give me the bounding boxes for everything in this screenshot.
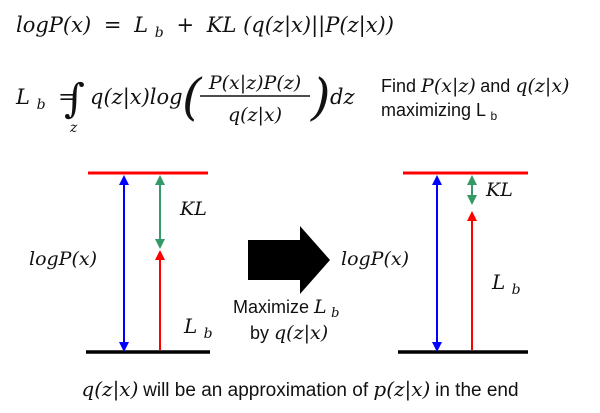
equation-line-1: logP(x) = L b + KL (q(z|x)||P(z|x)) xyxy=(16,13,394,42)
svg-text:q(z|x) will be an appro: q(z|x) will be an approximation of p(z|x… xyxy=(81,377,518,402)
svg-text:by q(z|x): by q(z|x) xyxy=(250,322,328,344)
note-maximizing-sub: b xyxy=(491,109,498,123)
right-kl-label: KL xyxy=(485,179,513,201)
eq1-plus: + xyxy=(176,13,194,37)
eq2-lb: L xyxy=(15,85,30,109)
right-lb-label: L xyxy=(491,270,505,294)
svg-text:Maximize L b: Maximize L b xyxy=(233,296,339,321)
note-maximizing: maximizing L xyxy=(381,100,486,120)
note-text: Find P(x|z) and q(z|x) maximizing L b xyxy=(381,75,569,123)
maximize-text: Maximize xyxy=(233,297,314,317)
integral-sign: ∫ xyxy=(64,76,85,122)
maximize-lb-sub: b xyxy=(331,306,339,321)
left-paren: ( xyxy=(182,68,203,126)
left-kl-label: KL xyxy=(179,198,207,220)
svg-text:Find P(x|z) and: Find P(x|z) and q(z|x) xyxy=(381,75,569,97)
note-find: Find xyxy=(381,76,421,96)
svg-text:L b: L b xyxy=(183,314,213,342)
transition-arrow-icon xyxy=(248,226,330,294)
right-lb-sub: b xyxy=(512,282,521,298)
right-logp-label: logP(x) xyxy=(341,248,409,270)
svg-text:logP(x) = L: logP(x) = L b + KL (q(z|x)||P(z|x)) xyxy=(16,13,394,42)
eq1-lb-sub: b xyxy=(155,25,164,41)
eq1-lhs: logP(x) xyxy=(16,13,91,37)
by-qzx: q(z|x) xyxy=(274,322,328,344)
eq2-equals: = xyxy=(58,85,76,109)
equation-line-2: L b = ∫ z q(z|x)log ( P(x|z)P(z) q(z|x) … xyxy=(15,68,355,136)
eq1-kl-arg: (q(z|x)||P(z|x)) xyxy=(243,13,394,38)
eq1-lb: L xyxy=(133,13,148,37)
maximize-lb: L xyxy=(313,296,327,318)
svg-text:L b =: L b = xyxy=(15,85,76,114)
svg-text:maximizing L b: maximizing L b xyxy=(381,100,498,123)
right-diagram: logP(x) KL L b xyxy=(341,171,528,354)
note-pxz: P(x|z) xyxy=(420,75,476,97)
left-lb-label: L xyxy=(183,314,197,338)
integral-variable: z xyxy=(69,120,78,136)
by-text: by xyxy=(250,323,274,343)
transition: Maximize L b by q(z|x) xyxy=(233,226,339,344)
eq2-dz: dz xyxy=(330,85,355,109)
integrand-prefix: q(z|x)log xyxy=(90,85,183,110)
fraction-numerator: P(x|z)P(z) xyxy=(208,72,301,94)
eq2-lb-sub: b xyxy=(37,97,46,113)
footer-pzx: p(z|x) xyxy=(373,377,430,402)
footer-text-1: will be an approximation of xyxy=(142,380,373,401)
footer-text-2: in the end xyxy=(435,380,518,401)
eq1-kl: KL xyxy=(206,13,237,37)
note-and: and xyxy=(480,76,515,96)
footer-qzx: q(z|x) xyxy=(81,377,138,402)
right-paren: ) xyxy=(310,68,331,126)
left-lb-sub: b xyxy=(204,326,213,342)
svg-text:L b: L b xyxy=(491,270,521,298)
note-qzx: q(z|x) xyxy=(515,75,569,97)
eq1-equals: = xyxy=(104,13,122,37)
left-logp-label: logP(x) xyxy=(29,248,97,270)
fraction-denominator: q(z|x) xyxy=(228,104,282,126)
left-diagram: logP(x) KL L b xyxy=(29,171,213,354)
footer-sentence: q(z|x) will be an approximation of p(z|x… xyxy=(81,377,518,402)
